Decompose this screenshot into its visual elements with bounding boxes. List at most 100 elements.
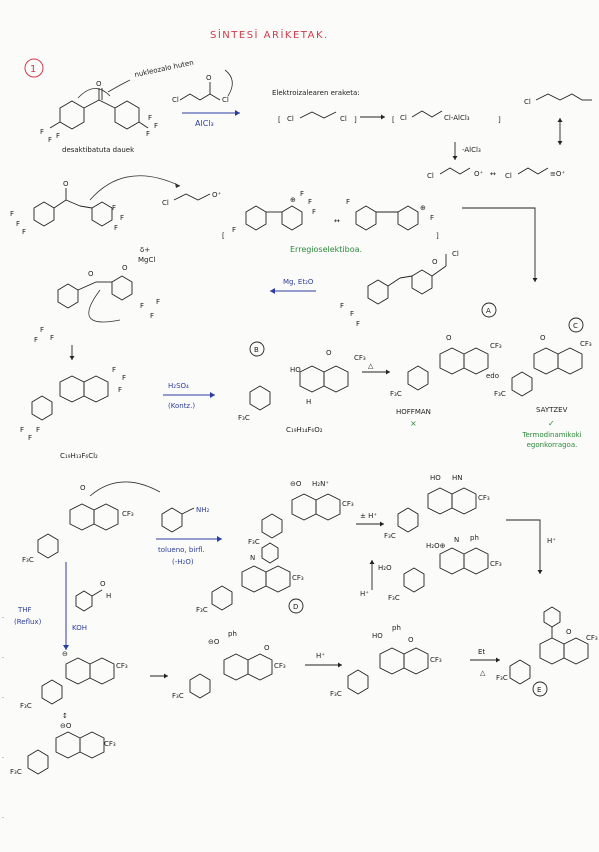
svg-text:F: F	[122, 374, 126, 382]
svg-text:F₃C: F₃C	[172, 692, 184, 700]
svg-text:F₃C: F₃C	[330, 690, 342, 698]
svg-text:≡O⁺: ≡O⁺	[550, 170, 565, 178]
arrow-nucleophile	[107, 79, 131, 93]
svg-text:·: ·	[2, 615, 4, 622]
starting-material: O F F F F F F	[40, 80, 158, 144]
svg-text:F₃C: F₃C	[196, 606, 208, 614]
svg-text:CF₃: CF₃	[122, 510, 134, 518]
svg-text:O: O	[264, 644, 270, 652]
reagent-mg-et2o: Mg, Et₂O	[283, 278, 314, 286]
svg-text:CF₃: CF₃	[490, 560, 502, 568]
svg-text:Cl: Cl	[452, 250, 459, 258]
benzaldehyde-reagent: O H	[75, 580, 111, 612]
svg-text:ph: ph	[392, 624, 401, 632]
label-koh: KOH	[72, 624, 87, 632]
svg-text:Cl: Cl	[222, 96, 229, 104]
svg-text:O: O	[326, 349, 332, 357]
svg-text:N: N	[250, 554, 255, 562]
svg-text:⊕: ⊕	[290, 196, 296, 204]
label-minus-alcl3: -AlCl₃	[462, 146, 481, 154]
acylium-reagent-row2: Cl O⁺	[162, 191, 222, 207]
hoffman-x: ×	[410, 419, 417, 428]
svg-text:CF₃: CF₃	[342, 500, 354, 508]
svg-text:F: F	[16, 220, 20, 228]
svg-text:O: O	[96, 80, 102, 88]
label-e: E	[537, 686, 541, 694]
svg-text:F: F	[28, 434, 32, 442]
svg-text:N: N	[454, 536, 459, 544]
svg-text:F: F	[10, 210, 14, 218]
svg-text:F: F	[112, 366, 116, 374]
hemiaminal-1: ⊖O H₂N⁺ CF₃ F₃C	[248, 480, 354, 546]
svg-text:F: F	[356, 320, 360, 328]
svg-text:δ+: δ+	[140, 246, 150, 254]
acylium-resonance: Cl O⁺ ↔ Cl ≡O⁺	[427, 167, 565, 180]
svg-text:Cl: Cl	[505, 172, 512, 180]
svg-text:H: H	[106, 592, 111, 600]
formula-b: C₁₉H₁₄F₆O₂	[286, 426, 323, 434]
svg-text:Cl: Cl	[162, 199, 169, 207]
svg-text:F: F	[114, 224, 118, 232]
svg-text:F: F	[40, 326, 44, 334]
svg-text:⊖: ⊖	[62, 650, 68, 658]
svg-text:O: O	[122, 264, 128, 272]
attack-arrow	[89, 175, 181, 201]
svg-text:·: ·	[2, 755, 4, 762]
svg-text:Cl: Cl	[340, 115, 347, 123]
label-reflux: (Reflux)	[14, 618, 42, 626]
electrophile-complex-2: [ Cl Cl-AlCl₃ ]	[392, 110, 501, 124]
svg-text:F: F	[300, 190, 304, 198]
label-h2o: H₂O	[378, 564, 392, 572]
svg-text:F: F	[112, 204, 116, 212]
svg-text:CF₃: CF₃	[478, 494, 490, 502]
svg-text:F: F	[154, 122, 158, 130]
svg-text:HO: HO	[372, 632, 383, 640]
sigma-complex-2: ⊕ F F	[346, 198, 434, 231]
svg-text:⊖O: ⊖O	[208, 638, 220, 646]
benzylamine-reagent: NH₂	[161, 506, 210, 533]
svg-text:F: F	[22, 228, 26, 236]
label-b: B	[254, 346, 259, 354]
label-thermo-box: Termodinamikoki egonkorragoa.	[522, 431, 581, 449]
svg-text:CF₃: CF₃	[586, 634, 598, 642]
hoffman-product: O CF₃ F₃C	[390, 334, 502, 398]
svg-text:H₂N⁺: H₂N⁺	[312, 480, 329, 488]
electrophile-complex-1: [ Cl Cl ]	[278, 111, 357, 124]
svg-text:O⁺: O⁺	[212, 191, 222, 199]
page-title: SİNTESİ ARİKETAK.	[210, 28, 329, 41]
resonance-arrow: ↕	[62, 712, 68, 720]
svg-text:·: ·	[2, 695, 4, 702]
saytzev-check: ✓	[548, 419, 555, 428]
bracket-left: [	[222, 232, 225, 240]
problem-number: 1	[30, 64, 36, 75]
svg-text:F: F	[156, 298, 160, 306]
problem-number-circle	[24, 58, 44, 78]
svg-text:O: O	[446, 334, 452, 342]
svg-text:CF₃: CF₃	[580, 340, 592, 348]
svg-text:CF₃: CF₃	[104, 740, 116, 748]
label-regioselectivity: Erregioselektiboa.	[290, 245, 362, 254]
svg-text:ph: ph	[470, 534, 479, 542]
bracket-right: ]	[436, 232, 439, 240]
svg-text:]: ]	[498, 116, 501, 124]
svg-text:H: H	[306, 398, 311, 406]
svg-text:F₃C: F₃C	[494, 390, 506, 398]
label-deactivated: desaktibatuta dauek	[62, 146, 135, 154]
label-edo: edo	[486, 372, 499, 380]
svg-text:F: F	[56, 132, 60, 140]
svg-text:F: F	[148, 114, 152, 122]
reagent-konz: (Kontz.)	[168, 402, 195, 410]
svg-text:F: F	[150, 312, 154, 320]
svg-text:F: F	[232, 226, 236, 234]
label-et: Et	[478, 648, 485, 656]
label-h-plus-2: H⁺	[360, 590, 369, 598]
reagent-h2so4: H₂SO₄	[168, 382, 189, 390]
svg-text:CF₃: CF₃	[292, 574, 304, 582]
label-nucleophile: nukleozalo huten	[134, 59, 195, 79]
svg-text:Cl: Cl	[172, 96, 179, 104]
svg-text:O: O	[206, 74, 212, 82]
svg-text:CF₃: CF₃	[354, 354, 366, 362]
svg-text:F: F	[50, 334, 54, 342]
